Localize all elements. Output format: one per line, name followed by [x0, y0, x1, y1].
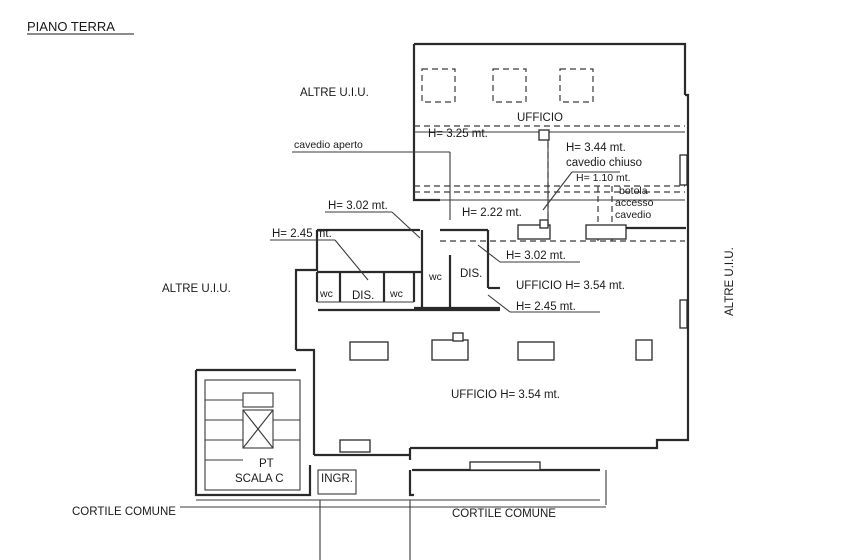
label-ufficio-mid: UFFICIO H= 3.54 mt. [516, 280, 625, 292]
fixtures [339, 129, 688, 471]
label-altre-uiu-right: ALTRE U.I.U. [724, 247, 736, 316]
label-h-302-b: H= 3.02 mt. [506, 250, 566, 262]
label-dis-1: DIS. [352, 290, 374, 302]
label-botola: botola [619, 185, 648, 197]
plan-title: PIANO TERRA [27, 19, 115, 34]
label-altre-uiu-left: ALTRE U.I.U. [162, 283, 231, 295]
label-ufficio-top: UFFICIO [517, 112, 563, 124]
label-h-344: H= 3.44 mt. [566, 142, 626, 154]
label-h-245-a: H= 2.45 mt. [272, 228, 332, 240]
stairwell [204, 379, 301, 491]
label-wc-3: wc [428, 271, 442, 283]
ingr-box [317, 469, 357, 495]
label-pt: PT [259, 458, 274, 470]
label-h-325: H= 3.25 mt. [428, 128, 488, 140]
label-wc-2: wc [389, 288, 403, 300]
label-cavedio-aperto: cavedio aperto [294, 139, 363, 151]
label-cavedio: cavedio [615, 209, 651, 221]
label-dis-2: DIS. [460, 268, 482, 280]
dashed-outlines [414, 68, 685, 242]
label-h-245-b: H= 2.45 mt. [516, 301, 576, 313]
label-h-222: H= 2.22 mt. [462, 207, 522, 219]
leader-lines [270, 151, 620, 313]
label-ufficio-main: UFFICIO H= 3.54 mt. [451, 389, 560, 401]
label-h-302-a: H= 3.02 mt. [328, 200, 388, 212]
label-scala-c: SCALA C [235, 473, 284, 485]
label-altre-uiu-top: ALTRE U.I.U. [300, 87, 369, 99]
label-ingr: INGR. [321, 473, 353, 485]
label-cortile-right: CORTILE COMUNE [452, 508, 556, 520]
label-wc-1: wc [319, 288, 333, 300]
label-accesso: accesso [615, 197, 654, 209]
label-cortile-left: CORTILE COMUNE [72, 506, 176, 518]
label-h-110: H= 1.10 mt. [576, 172, 631, 184]
label-cavedio-chiuso: cavedio chiuso [566, 157, 642, 169]
